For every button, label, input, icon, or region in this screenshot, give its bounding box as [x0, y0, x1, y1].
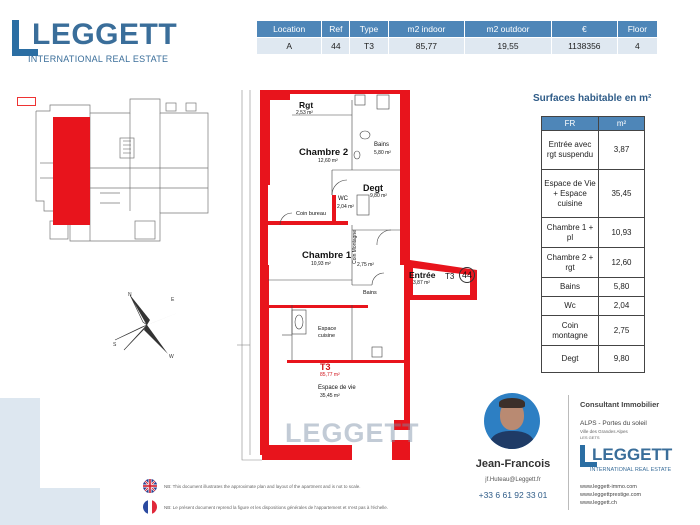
room-area: 9,80 m² — [370, 193, 387, 199]
apartment-number-badge: 44 — [459, 267, 475, 283]
info-cell: 4 — [616, 37, 659, 55]
room-label: Coin bureau — [296, 211, 326, 217]
agent-avatar — [484, 393, 540, 449]
room-label: Bains — [374, 142, 390, 148]
france-flag-icon — [143, 500, 157, 514]
room-area: 35,45 m² — [320, 393, 340, 399]
room-area: 2,75 m² — [357, 262, 374, 268]
svg-text:N: N — [128, 292, 132, 298]
surfaces-header: m² — [598, 116, 645, 131]
leggett-watermark: LEGGETT — [285, 418, 420, 448]
room-label: Degt — [363, 183, 383, 193]
room-label: Entrée — [409, 270, 436, 280]
property-info-table: Location Ref Type m2 indoor m2 outdoor €… — [255, 20, 659, 55]
info-header: m2 indoor — [387, 20, 466, 38]
apartment-type-label: T3 — [320, 362, 331, 372]
room-label: Espace de vie — [318, 385, 356, 391]
room-label: Espace cuisine — [318, 326, 337, 339]
uk-flag-icon — [143, 479, 157, 493]
room-label: Chambre 2 — [299, 147, 349, 158]
logo-l-mark — [12, 20, 42, 56]
room-area: 5,80 m² — [374, 150, 391, 156]
agent-email-link[interactable]: jf.Huteau@Leggett.fr — [485, 477, 541, 483]
svg-text:E: E — [171, 297, 175, 303]
room-area: 10,93 m² — [311, 261, 331, 267]
logo-subtitle: INTERNATIONAL REAL ESTATE — [28, 54, 169, 64]
agent-phone-link[interactable]: +33 6 61 92 33 01 — [478, 490, 548, 500]
room-label: Rgt — [299, 100, 314, 110]
room-label: WC — [338, 196, 348, 202]
agent-area: ALPS - Portes du soleil — [580, 420, 647, 427]
info-cell: A — [255, 37, 323, 55]
disclaimer-en: NB: This document illustrates the approx… — [164, 484, 361, 489]
info-header: Floor — [616, 20, 659, 38]
apartment-type-tag: T3 — [445, 272, 455, 281]
footer-leggett-logo: LEGGETT INTERNATIONAL REAL ESTATE — [580, 445, 690, 475]
room-area: 2,53 m² — [296, 110, 313, 116]
disclaimer-fr: NB: Le présent document reprend la figur… — [164, 505, 388, 510]
info-header: Type — [349, 20, 389, 38]
info-cell: 85,77 — [387, 37, 466, 55]
site-plan — [10, 93, 210, 243]
info-cell: T3 — [349, 37, 389, 55]
logo-word: LEGGETT — [32, 18, 178, 51]
surfaces-header: FR — [541, 116, 599, 131]
info-cell: 1138356 — [550, 37, 618, 55]
svg-text:W: W — [169, 354, 174, 360]
room-area: 12,60 m² — [318, 158, 338, 164]
divider — [568, 395, 569, 510]
room-area: 2,04 m² — [337, 204, 354, 210]
room-label: Bains — [363, 290, 377, 296]
floor-plan — [232, 85, 477, 465]
website-link[interactable]: www.leggettprestige.com — [580, 492, 642, 498]
compass-rose-icon: N E S W — [110, 290, 185, 360]
plan-stamp — [17, 97, 36, 106]
svg-text:S: S — [113, 342, 117, 348]
info-header: m2 outdoor — [464, 20, 552, 38]
leggett-logo: LEGGETT INTERNATIONAL REAL ESTATE — [12, 18, 187, 64]
footer-logo-subtitle: INTERNATIONAL REAL ESTATE — [590, 467, 672, 473]
agent-name: Jean-Francois — [475, 458, 551, 470]
info-header: € — [550, 20, 618, 38]
info-cell: 19,55 — [464, 37, 552, 55]
background-l-shape-base — [0, 488, 100, 525]
agent-area-town: LES GETS — [580, 435, 600, 440]
info-cell: 44 — [321, 37, 351, 55]
agent-role: Consultant Immobilier — [580, 400, 660, 409]
footer-logo-word: LEGGETT — [592, 445, 673, 464]
website-link[interactable]: www.leggett-immo.com — [580, 484, 637, 490]
website-link[interactable]: www.leggett.ch — [580, 500, 617, 506]
room-label: Chambre 1 — [302, 250, 352, 261]
room-area: 3,87 m² — [413, 280, 430, 286]
info-header: Ref — [321, 20, 351, 38]
info-header: Location — [255, 20, 323, 38]
room-label: Coin Montagne — [352, 230, 358, 264]
apartment-total-area: 85,77 m² — [320, 372, 340, 378]
agent-area-sub: Ville des Grandes Alpes — [580, 429, 628, 434]
surfaces-title: Surfaces habitable en m² — [533, 93, 652, 104]
